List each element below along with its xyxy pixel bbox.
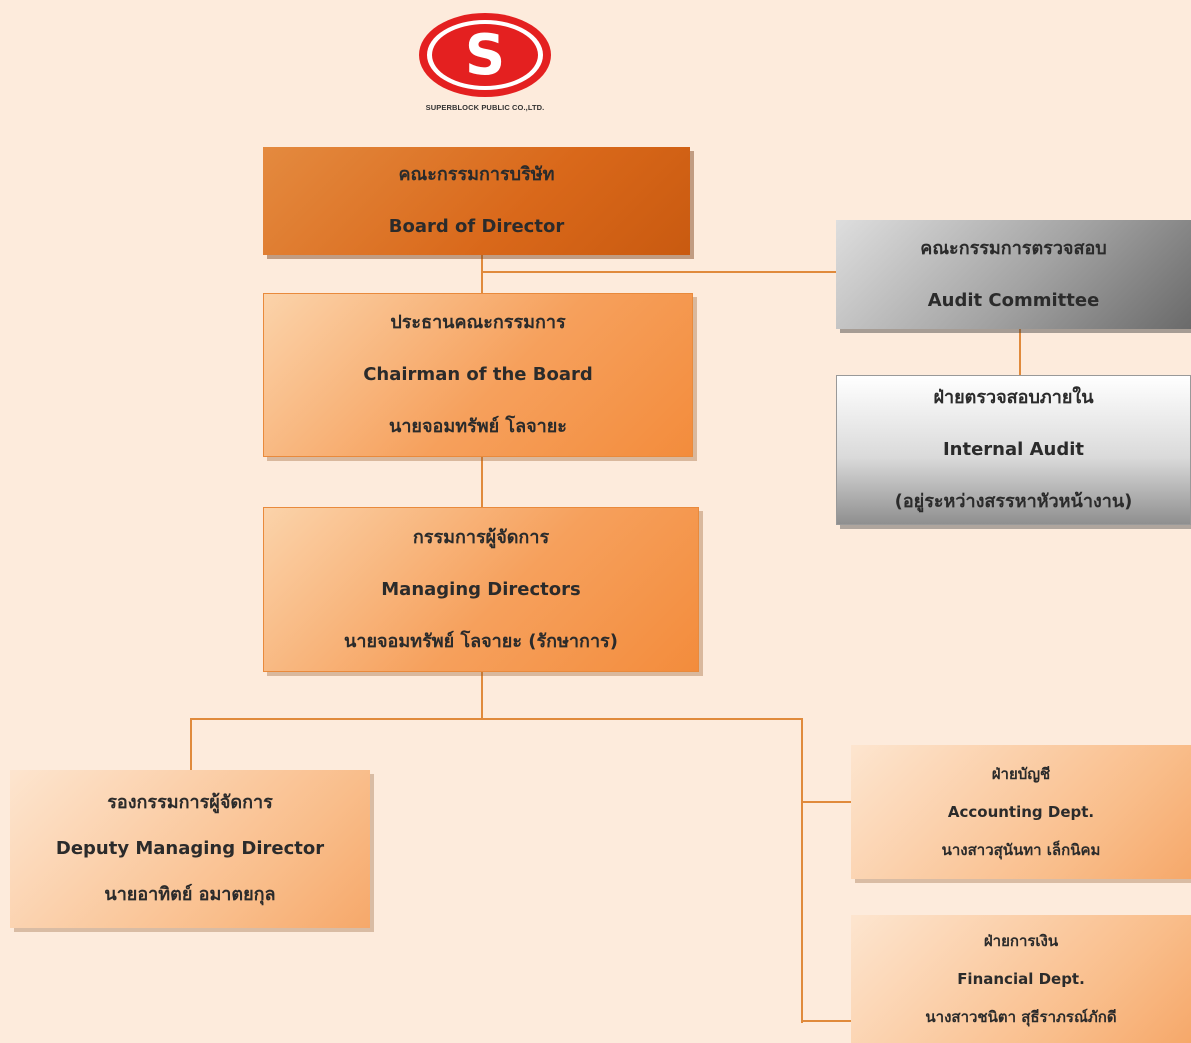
company-name: SUPERBLOCK PUBLIC CO.,LTD. — [425, 103, 545, 112]
chairman-title-th: ประธานคณะกรรมการ — [390, 312, 566, 333]
connector-board-audit — [481, 271, 836, 273]
board-title-th: คณะกรรมการบริษัท — [398, 164, 555, 185]
chairman-box: ประธานคณะกรรมการ Chairman of the Board น… — [263, 293, 693, 457]
managing-director-box: กรรมการผู้จัดการ Managing Directors นายจ… — [263, 507, 699, 672]
board-title-en: Board of Director — [388, 216, 565, 237]
internal-audit-note: (อยู่ระหว่างสรรหาหัวหน้างาน) — [894, 491, 1133, 512]
connector-to-financial — [801, 1020, 851, 1022]
audit-committee-box: คณะกรรมการตรวจสอบ Audit Committee — [836, 220, 1191, 329]
audit-committee-title-en: Audit Committee — [927, 289, 1100, 311]
connector-branch-horizontal — [190, 718, 803, 720]
internal-audit-title-th: ฝ่ายตรวจสอบภายใน — [933, 387, 1094, 408]
audit-committee-title-th: คณะกรรมการตรวจสอบ — [920, 237, 1107, 259]
connector-to-deputy — [190, 718, 192, 770]
deputy-title-en: Deputy Managing Director — [55, 838, 325, 859]
accounting-dept-box: ฝ่ายบัญชี Accounting Dept. นางสาวสุนันทา… — [851, 745, 1191, 879]
deputy-managing-director-box: รองกรรมการผู้จัดการ Deputy Managing Dire… — [10, 770, 370, 928]
accounting-title-th: ฝ่ายบัญชี — [991, 765, 1051, 783]
internal-audit-title-en: Internal Audit — [942, 439, 1084, 460]
connector-to-accounting — [801, 801, 851, 803]
financial-title-en: Financial Dept. — [957, 970, 1085, 988]
connector-departments-vertical-2 — [801, 773, 803, 1023]
deputy-title-th: รองกรรมการผู้จัดการ — [107, 792, 273, 813]
connector-chairman-managing — [481, 457, 483, 507]
superblock-logo-icon: S — [419, 13, 551, 97]
connector-departments-vertical — [801, 718, 803, 773]
managing-title-en: Managing Directors — [381, 578, 581, 600]
board-of-director-box: คณะกรรมการบริษัท Board of Director — [263, 147, 690, 255]
financial-dept-box: ฝ่ายการเงิน Financial Dept. นางสาวชนิตา … — [851, 915, 1191, 1043]
internal-audit-box: ฝ่ายตรวจสอบภายใน Internal Audit (อยู่ระห… — [836, 375, 1191, 525]
financial-person: นางสาวชนิตา สุธีราภรณ์ภักดี — [925, 1008, 1117, 1026]
connector-managing-down — [481, 672, 483, 720]
managing-person: นายจอมทรัพย์ โลจายะ (รักษาการ) — [344, 630, 618, 652]
company-logo: S SUPERBLOCK PUBLIC CO.,LTD. — [400, 10, 570, 112]
financial-title-th: ฝ่ายการเงิน — [983, 932, 1059, 950]
logo-letter: S — [465, 23, 505, 88]
accounting-title-en: Accounting Dept. — [947, 803, 1095, 821]
managing-title-th: กรรมการผู้จัดการ — [412, 526, 550, 548]
connector-board-chairman — [481, 255, 483, 295]
chairman-person: นายจอมทรัพย์ โลจายะ — [389, 416, 567, 437]
connector-audit-internal — [1019, 329, 1021, 375]
chairman-title-en: Chairman of the Board — [363, 364, 593, 385]
deputy-person: นายอาทิตย์ อมาตยกุล — [104, 884, 276, 905]
accounting-person: นางสาวสุนันทา เล็กนิคม — [941, 841, 1101, 859]
